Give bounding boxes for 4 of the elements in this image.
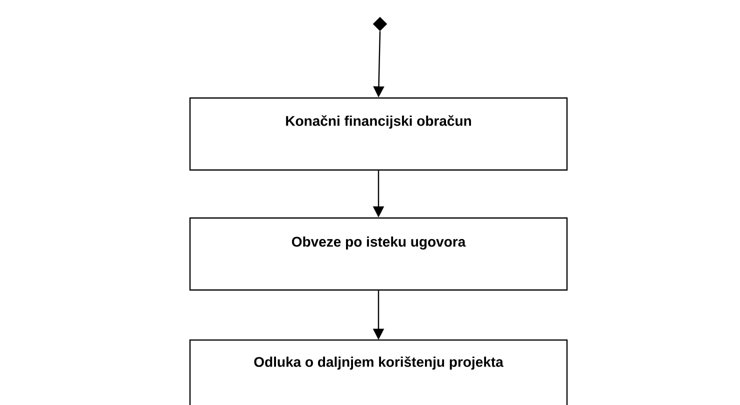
- process-box: Konačni financijski obračun: [189, 97, 568, 171]
- diamond-shape: [372, 16, 388, 32]
- process-box: Obveze po isteku ugovora: [189, 217, 568, 291]
- process-box: Odluka o daljnjem korištenju projekta: [189, 339, 568, 405]
